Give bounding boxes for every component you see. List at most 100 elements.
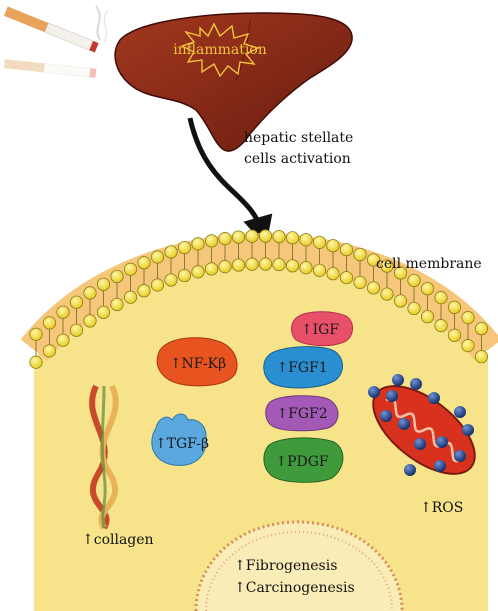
- lipid-head: [285, 259, 300, 273]
- lipid-head: [231, 230, 246, 244]
- nfkb-label: ↑NF-Kβ: [170, 356, 226, 372]
- tgfb-label: ↑TGF-β: [155, 436, 209, 452]
- lipid-head: [420, 310, 435, 324]
- smoke-icon: [103, 9, 109, 43]
- carcinogenesis-label: ↑Carcinogenesis: [234, 580, 355, 596]
- lipid-head: [434, 291, 448, 305]
- lipid-head: [258, 257, 273, 271]
- lipid-head: [150, 278, 165, 292]
- igf-label: ↑IGF: [301, 322, 339, 338]
- lipid-head: [164, 245, 178, 259]
- collagen-label: ↑collagen: [82, 532, 154, 548]
- pdgf-label: ↑PDGF: [275, 454, 329, 470]
- nfkb-blob: ↑NF-Kβ: [156, 337, 238, 387]
- ros-particle: [386, 390, 398, 402]
- lipid-head: [69, 323, 84, 337]
- ros-particle: [414, 438, 426, 450]
- lipid-head: [434, 319, 448, 333]
- cigarette-icon: [3, 59, 97, 78]
- lipid-head: [393, 294, 408, 308]
- lipid-head: [474, 322, 489, 336]
- lipid-head: [353, 275, 367, 290]
- lipid-head: [204, 234, 219, 248]
- fgf2-blob: ↑FGF2: [265, 395, 339, 432]
- lipid-head: [420, 282, 435, 296]
- lipid-head: [164, 273, 178, 287]
- lipid-head: [218, 260, 232, 274]
- lipid-head: [42, 316, 57, 330]
- liver-shape: [114, 12, 353, 152]
- lipid-head: [42, 344, 57, 358]
- lipid-head: [353, 247, 367, 262]
- lipid-head: [56, 333, 70, 347]
- lipid-head: [407, 301, 421, 316]
- smoke-icon: [95, 5, 101, 41]
- lipid-head: [380, 287, 394, 301]
- cigarette-icon: [3, 6, 99, 53]
- lipid-head: [312, 263, 327, 277]
- collagen-fiber: ↑collagen: [82, 384, 154, 548]
- lipid-head: [326, 239, 340, 253]
- lipid-head: [339, 271, 354, 285]
- cytoplasm: [34, 254, 488, 611]
- lipid-head: [312, 235, 327, 249]
- lipid-head: [366, 281, 381, 295]
- lipid-head: [326, 267, 340, 281]
- fgf1-blob: ↑FGF1: [263, 346, 343, 389]
- lipid-head: [285, 231, 300, 245]
- lipid-head: [258, 229, 273, 243]
- fgf2-label: ↑FGF2: [276, 406, 327, 422]
- ros-particle: [380, 410, 392, 422]
- lipid-head: [56, 305, 70, 319]
- lipid-tails: [35, 241, 482, 358]
- lipid-head: [69, 295, 84, 309]
- cell-membrane-label: cell membrane: [376, 256, 482, 272]
- ros-particle: [368, 386, 380, 398]
- lipid-head: [110, 297, 124, 312]
- lipid-heads-inner: [29, 257, 489, 369]
- lipid-head: [447, 328, 462, 342]
- activation-label-line2: cells activation: [244, 151, 351, 167]
- lipid-head: [339, 243, 354, 257]
- lipid-head: [96, 305, 111, 319]
- lipid-head: [191, 237, 205, 251]
- lipid-head: [474, 350, 489, 364]
- lipid-head: [123, 262, 138, 276]
- ros-particle: [454, 450, 466, 462]
- ros-particle: [410, 378, 422, 390]
- lipid-head: [272, 229, 286, 244]
- lipid-head: [83, 286, 97, 300]
- lipid-head: [110, 269, 124, 284]
- fibrogenesis-label: ↑Fibrogenesis: [234, 558, 337, 574]
- nucleus: ↑Fibrogenesis ↑Carcinogenesis: [194, 520, 404, 611]
- activation-arrow: [187, 117, 273, 247]
- pdgf-blob: ↑PDGF: [263, 437, 344, 483]
- fgf1-label: ↑FGF1: [276, 360, 327, 376]
- lipid-head: [366, 253, 381, 267]
- ros-particle: [398, 418, 410, 430]
- cell: cell membrane: [20, 229, 498, 611]
- lipid-head: [137, 256, 151, 270]
- tgfb-blob: ↑TGF-β: [151, 413, 209, 466]
- lipid-head: [177, 268, 192, 283]
- lipid-head: [191, 265, 205, 279]
- nuclear-envelope: [194, 520, 404, 611]
- lipid-head: [447, 300, 462, 314]
- liver-illustration: inflammation: [114, 12, 353, 152]
- lipid-head: [245, 229, 259, 243]
- lipid-head: [299, 261, 313, 275]
- lipid-head: [461, 311, 475, 325]
- lipid-head: [407, 273, 421, 288]
- inflammation-burst-icon: [180, 22, 260, 78]
- cigarettes-illustration: [3, 5, 109, 78]
- lipid-head: [177, 240, 192, 255]
- ros-particle: [434, 460, 446, 472]
- ros-particle: [436, 436, 448, 448]
- lipid-head: [96, 277, 111, 291]
- lipid-head: [29, 327, 43, 341]
- mitochondrion: ↑ROS: [368, 374, 476, 516]
- lipid-head: [83, 314, 97, 328]
- ros-particle: [428, 392, 440, 404]
- lipid-head: [245, 257, 259, 271]
